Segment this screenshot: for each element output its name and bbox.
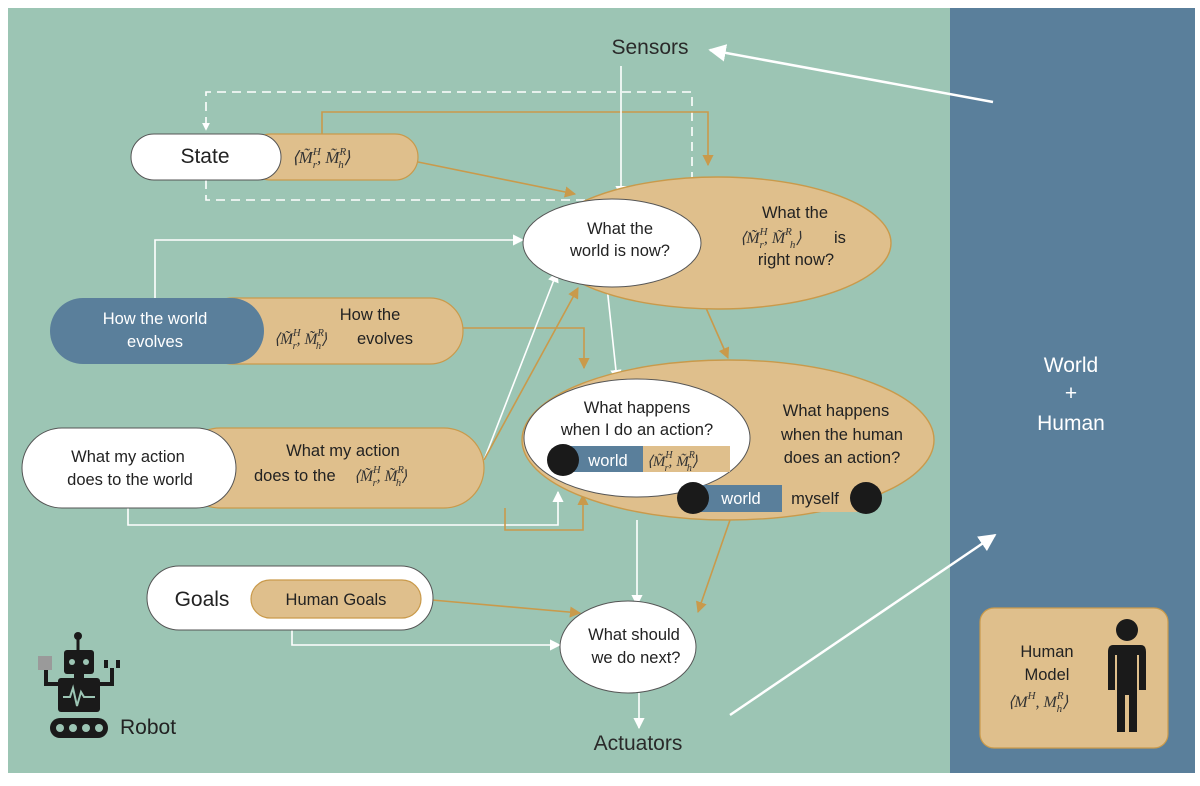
world-panel-line1: World (1044, 354, 1098, 377)
world-panel-line3: Human (1037, 412, 1105, 435)
connectors (127, 44, 997, 730)
person-icon (1108, 619, 1146, 732)
happens-me-models-tag (643, 446, 730, 472)
action-models-prefix: does to the (254, 467, 336, 485)
next-ellipse (559, 600, 697, 694)
happens-human-myself-label: myself (791, 490, 839, 508)
action-world-pill (21, 427, 237, 509)
state-pill (130, 133, 282, 181)
goals-label: Goals (175, 588, 230, 611)
happens-me-line2: when I do an action? (560, 421, 713, 439)
happens-human-line1: What happens (783, 402, 889, 420)
happens-me-line1: What happens (584, 399, 690, 417)
human-model-line1: Human (1020, 643, 1073, 661)
action-node: What my action does to the world What my… (21, 427, 485, 509)
world-now-ellipse (522, 198, 702, 288)
world-panel-line2: + (1065, 382, 1077, 405)
action-models-line1: What my action (286, 442, 400, 460)
action-world-line1: What my action (71, 448, 185, 466)
world-evolves-line2: evolves (127, 333, 183, 351)
happens-node: What happens when I do an action? world … (521, 359, 935, 521)
next-line2: we do next? (591, 649, 681, 667)
happens-human-world-label: world (720, 490, 760, 508)
robot-icon (38, 632, 120, 738)
models-now-line4: right now? (758, 251, 834, 269)
models-evolve-suffix: evolves (357, 330, 413, 348)
happens-human-dot-right (850, 482, 882, 514)
world-now-line1: What the (587, 220, 653, 238)
world-now-line2: world is now? (569, 242, 670, 260)
models-now-line1: What the (762, 204, 828, 222)
happens-human-line2: when the human (780, 426, 903, 444)
happens-me-world-label: world (587, 452, 627, 470)
models-evolve-line1: How the (340, 306, 401, 324)
next-node: What should we do next? (559, 600, 697, 694)
models-now-line3: is (834, 229, 846, 247)
goals-node: Goals Human Goals (146, 565, 434, 631)
next-line1: What should (588, 626, 680, 644)
happens-human-line3: does an action? (784, 449, 901, 467)
world-evolves-line1: How the world (103, 310, 208, 328)
human-goals-label: Human Goals (286, 591, 387, 609)
state-label: State (180, 145, 229, 168)
human-model-line2: Model (1025, 666, 1070, 684)
action-world-line2: does to the world (67, 471, 193, 489)
happens-human-dot-left (677, 482, 709, 514)
actuators-label: Actuators (594, 732, 683, 755)
human-goals-pill (250, 579, 422, 619)
robot-label: Robot (120, 716, 176, 739)
world-evolves-pill (50, 298, 264, 364)
happens-me-dot (547, 444, 579, 476)
sensors-label: Sensors (611, 36, 688, 59)
